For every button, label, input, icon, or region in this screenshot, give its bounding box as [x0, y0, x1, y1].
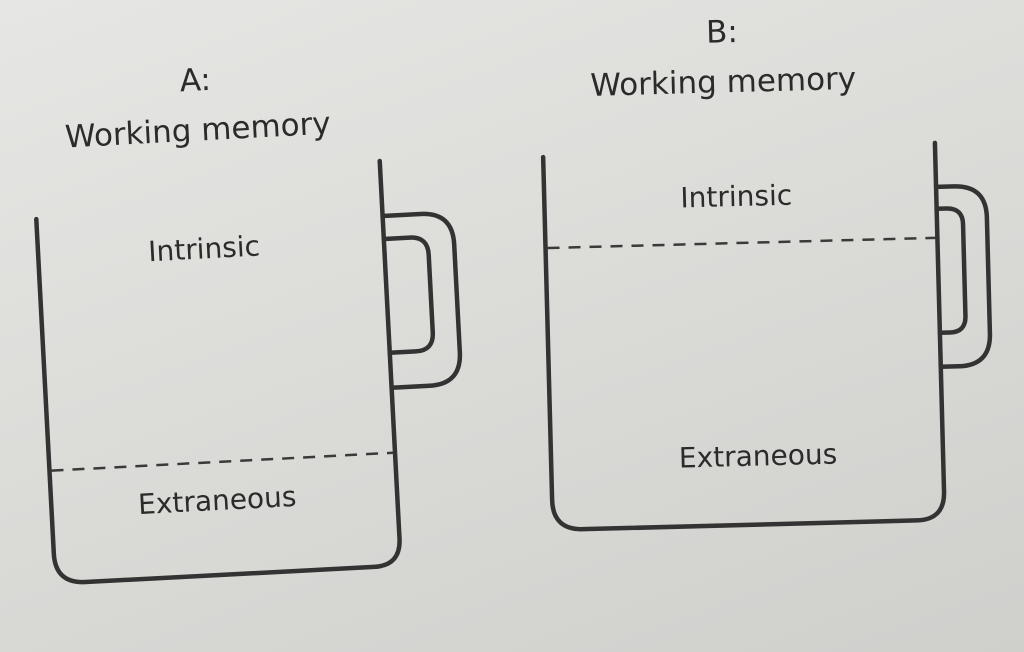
- mug-a-title: Working memory: [64, 106, 331, 156]
- mug-b-letter: B:: [706, 14, 739, 51]
- mug-a-body: [34, 158, 402, 585]
- mug-a: A: Working memory Intrinsic Extraneous: [34, 62, 463, 585]
- mug-b-body: [540, 140, 947, 532]
- mug-a-divider: [51, 451, 394, 472]
- mug-b-title: Working memory: [590, 61, 857, 104]
- mug-b-intrinsic-label: Intrinsic: [680, 179, 793, 215]
- mug-a-intrinsic-label: Intrinsic: [147, 229, 260, 268]
- mug-a-handle-inner: [381, 235, 436, 356]
- mug-b-handle-inner: [934, 206, 968, 336]
- mug-a-handle-outer: [380, 211, 463, 390]
- mug-b-extraneous-label: Extraneous: [678, 438, 837, 475]
- mug-b-divider: [547, 236, 936, 250]
- mug-b: B: Working memory Intrinsic Extraneous: [540, 14, 993, 532]
- mug-b-handle-outer: [933, 184, 993, 370]
- mug-a-extraneous-label: Extraneous: [137, 480, 297, 521]
- mug-a-letter: A:: [179, 62, 212, 100]
